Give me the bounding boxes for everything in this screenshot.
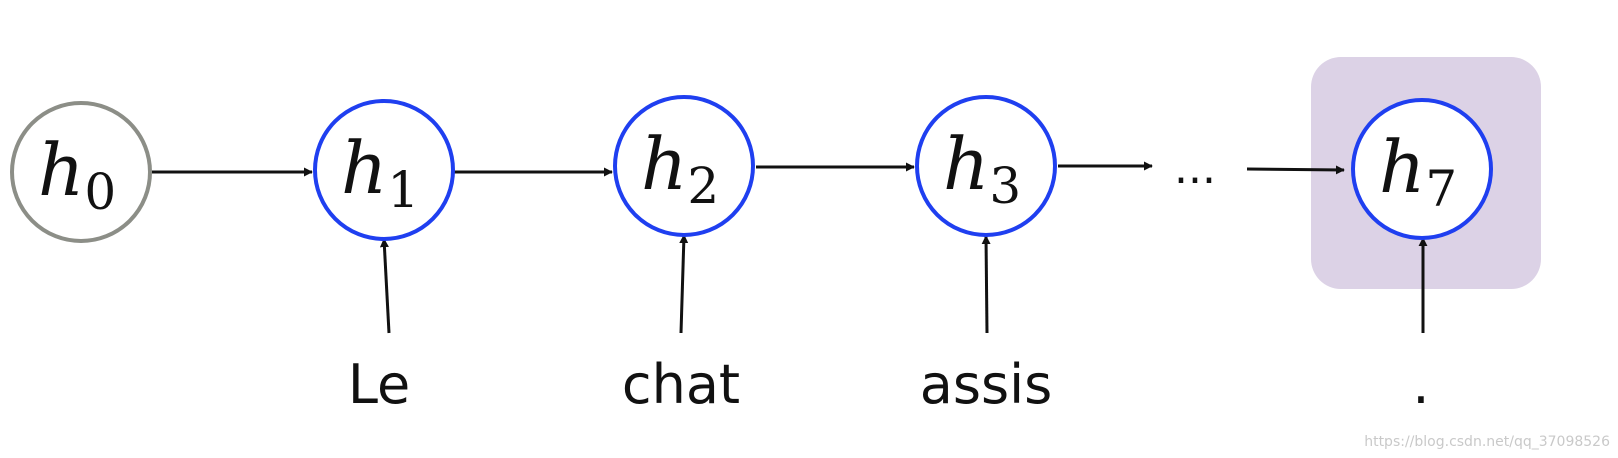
node-h0-subscript: 0: [84, 163, 116, 221]
svg-text:h7: h7: [1379, 125, 1457, 218]
arrow-ellipsis-h7: [1246, 165, 1345, 175]
node-h7-letter: h: [1379, 125, 1425, 209]
node-h2-circle: [613, 95, 755, 237]
node-h0-circle: [10, 101, 152, 243]
node-h1-letter: h: [341, 126, 387, 210]
node-h1-circle: [313, 99, 455, 241]
watermark: https://blog.csdn.net/qq_37098526: [1364, 434, 1610, 450]
node-h3: h3: [915, 95, 1057, 237]
node-h0: h0: [10, 101, 152, 243]
node-h7: h7: [1351, 98, 1493, 240]
input-word-period: .: [1412, 353, 1429, 416]
svg-text:h0: h0: [38, 128, 116, 221]
node-h3-circle: [915, 95, 1057, 237]
svg-text:h3: h3: [943, 122, 1021, 215]
node-h0-letter: h: [38, 128, 84, 212]
input-word-assis: assis: [920, 353, 1053, 416]
svg-text:h1: h1: [341, 126, 419, 219]
node-h3-subscript: 3: [989, 157, 1021, 215]
input-word-chat: chat: [622, 353, 740, 416]
node-h7-subscript: 7: [1425, 160, 1457, 218]
node-h7-circle: [1351, 98, 1493, 240]
ellipsis: ...: [1174, 143, 1216, 194]
node-h3-letter: h: [943, 122, 989, 206]
input-word-le: Le: [348, 353, 410, 416]
recurrent-arrows: [152, 161, 1345, 177]
arrow-input-chat: [679, 234, 689, 334]
node-h1-subscript: 1: [387, 161, 419, 219]
svg-text:h2: h2: [641, 122, 719, 215]
node-h1: h1: [313, 99, 455, 241]
node-h2: h2: [613, 95, 755, 237]
input-arrows: [379, 234, 1428, 334]
arrow-input-le: [379, 238, 391, 334]
node-h2-letter: h: [641, 122, 687, 206]
arrow-input-assis: [981, 235, 991, 334]
node-h2-subscript: 2: [687, 157, 719, 215]
